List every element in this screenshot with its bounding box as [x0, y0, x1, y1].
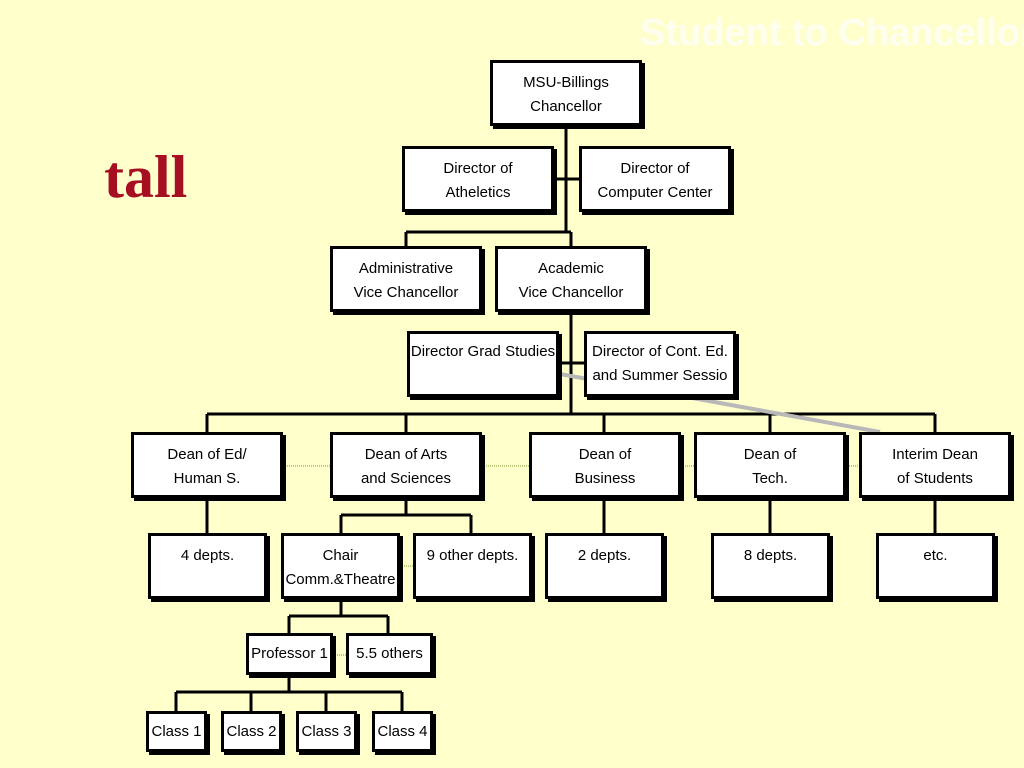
- other-depts-label: 9 other depts.: [426, 547, 519, 564]
- dean-ed-line2: Human S.: [173, 470, 241, 487]
- other-depts-box: 9 other depts.: [413, 533, 532, 599]
- admin-vc-line2: Vice Chancellor: [353, 284, 459, 301]
- depts-tech-box: 8 depts.: [711, 533, 830, 599]
- class-2-box: Class 2: [221, 711, 282, 752]
- director-athletics-box: Director of Atheletics: [402, 146, 554, 212]
- depts-ed-box: 4 depts.: [148, 533, 267, 599]
- director-athletics-line2: Atheletics: [445, 184, 511, 201]
- dean-tech-line2: Tech.: [752, 470, 788, 487]
- admin-vice-chancellor-box: Administrative Vice Chancellor: [330, 246, 482, 312]
- admin-vc-line1: Administrative: [358, 260, 454, 277]
- dean-business-line2: Business: [574, 470, 636, 487]
- class-3-label: Class 3: [301, 723, 352, 740]
- chair-comm-box: Chair Comm.&Theatre: [281, 533, 400, 599]
- director-computer-line2: Computer Center: [597, 184, 713, 201]
- etc-label: etc.: [923, 547, 948, 564]
- depts-ed-label: 4 depts.: [180, 547, 235, 564]
- director-cont-line2: and Summer Sessio: [592, 367, 728, 384]
- dean-arts-line1: Dean of Arts: [364, 446, 448, 463]
- dean-business-line1: Dean of: [578, 446, 632, 463]
- chancellor-box: MSU-Billings Chancellor: [490, 60, 642, 126]
- dean-students-box: Interim Dean of Students: [859, 432, 1011, 498]
- dean-students-line1: Interim Dean: [892, 446, 978, 463]
- slide-title: Student to Chancellor: [640, 12, 1024, 54]
- director-cont-line1: Director of Cont. Ed.: [592, 343, 728, 360]
- director-computer-line1: Director of: [620, 160, 690, 177]
- class-1-box: Class 1: [146, 711, 207, 752]
- professor-box: Professor 1: [246, 633, 333, 675]
- dean-business-box: Dean of Business: [529, 432, 681, 498]
- academic-vc-line2: Vice Chancellor: [518, 284, 624, 301]
- director-computer-box: Director of Computer Center: [579, 146, 731, 212]
- others-box: 5.5 others: [346, 633, 433, 675]
- dean-tech-line1: Dean of: [743, 446, 797, 463]
- class-1-label: Class 1: [151, 723, 202, 740]
- chair-comm-line2: Comm.&Theatre: [285, 571, 396, 588]
- class-2-label: Class 2: [226, 723, 277, 740]
- dean-arts-box: Dean of Arts and Sciences: [330, 432, 482, 498]
- chair-comm-line1: Chair: [322, 547, 359, 564]
- depts-tech-label: 8 depts.: [743, 547, 798, 564]
- dean-students-line2: of Students: [897, 470, 973, 487]
- professor-label: Professor 1: [251, 645, 328, 662]
- etc-box: etc.: [876, 533, 995, 599]
- director-cont-ed-box: Director of Cont. Ed. and Summer Sessio: [584, 331, 736, 397]
- chancellor-line1: MSU-Billings: [523, 74, 609, 91]
- class-4-box: Class 4: [372, 711, 433, 752]
- side-word: tall: [104, 144, 188, 210]
- director-grad-studies-box: Director Grad Studies: [407, 331, 559, 397]
- others-label: 5.5 others: [356, 645, 423, 662]
- dean-tech-box: Dean of Tech.: [694, 432, 846, 498]
- academic-vice-chancellor-box: Academic Vice Chancellor: [495, 246, 647, 312]
- director-grad-line1: Director Grad Studies: [410, 343, 556, 360]
- chancellor-line2: Chancellor: [530, 98, 602, 115]
- class-3-box: Class 3: [296, 711, 357, 752]
- depts-business-box: 2 depts.: [545, 533, 664, 599]
- academic-vc-line1: Academic: [538, 260, 604, 277]
- dean-ed-box: Dean of Ed/ Human S.: [131, 432, 283, 498]
- dean-ed-line1: Dean of Ed/: [167, 446, 247, 463]
- director-athletics-line1: Director of: [443, 160, 513, 177]
- dean-arts-line2: and Sciences: [360, 470, 452, 487]
- class-4-label: Class 4: [377, 723, 428, 740]
- depts-business-label: 2 depts.: [577, 547, 632, 564]
